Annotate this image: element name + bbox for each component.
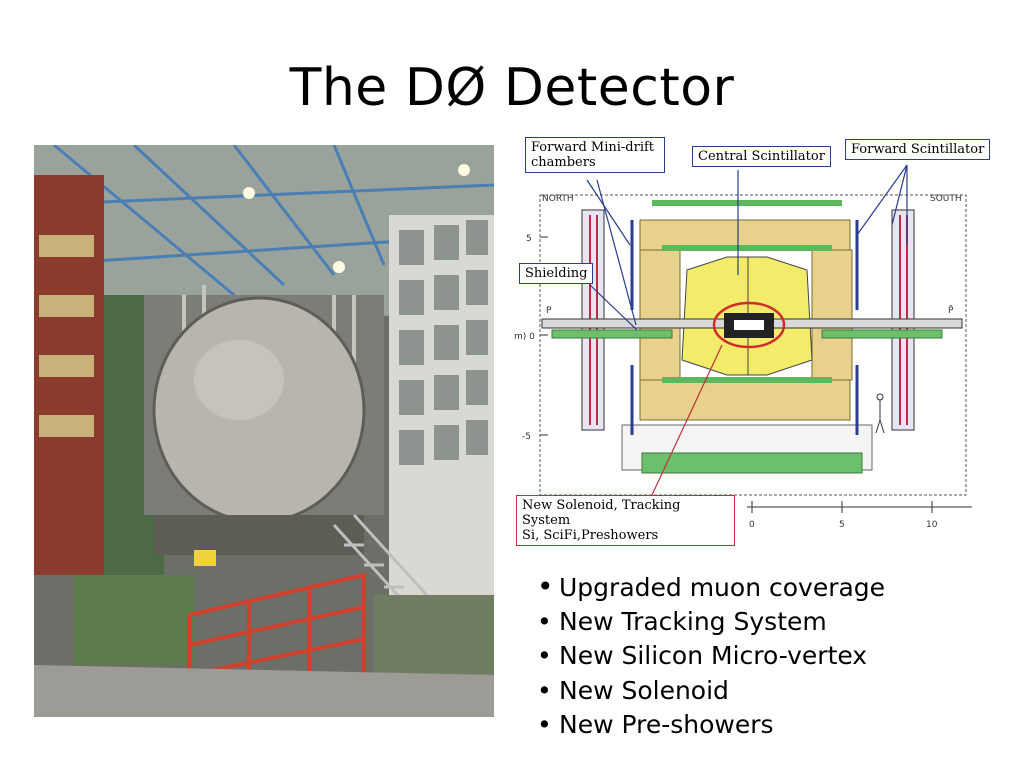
y-tick-0: m) 0 bbox=[514, 332, 535, 342]
y-tick-minus-5: -5 bbox=[522, 432, 531, 442]
bullet-text: Upgraded muon coverage bbox=[559, 573, 886, 602]
callout-central-scintillator: Central Scintillator bbox=[692, 146, 831, 167]
beam-p-label: P bbox=[546, 306, 552, 316]
bullet-text: New Silicon Micro-vertex bbox=[559, 641, 868, 670]
callout-new-solenoid-line1: New Solenoid, Tracking System bbox=[522, 498, 681, 528]
callout-forward-scintillator: Forward Scintillator bbox=[845, 139, 991, 160]
bullet-marker: • bbox=[537, 641, 552, 670]
feature-bullet-list: •Upgraded muon coverage •New Tracking Sy… bbox=[537, 570, 1007, 743]
x-tick-0: 0 bbox=[749, 520, 755, 530]
x-tick-5: 5 bbox=[839, 520, 845, 530]
bullet-item: •Upgraded muon coverage bbox=[537, 570, 1007, 605]
slide-title: The DØ Detector bbox=[289, 58, 735, 118]
north-label: NORTH bbox=[542, 194, 574, 204]
bullet-text: New Pre-showers bbox=[559, 710, 774, 739]
y-tick-5: 5 bbox=[526, 234, 532, 244]
bullet-marker: • bbox=[537, 570, 554, 603]
callout-shielding: Shielding bbox=[519, 263, 594, 284]
callout-forward-mini-drift-chambers: Forward Mini-drift chambers bbox=[525, 137, 665, 173]
detector-photo bbox=[34, 145, 494, 717]
beam-pbar-label: P̄ bbox=[948, 304, 954, 316]
callout-new-solenoid-line2: Si, SciFi,Preshowers bbox=[522, 528, 659, 543]
bullet-item: •New Pre-showers bbox=[537, 708, 1007, 743]
x-tick-10: 10 bbox=[926, 520, 938, 530]
bullet-marker: • bbox=[537, 710, 552, 739]
bullet-item: •New Silicon Micro-vertex bbox=[537, 639, 1007, 674]
bullet-text: New Tracking System bbox=[559, 606, 827, 636]
detector-diagram: NORTH SOUTH 5 m) 0 -5 0 5 10 P P̄ bbox=[512, 135, 984, 543]
bullet-marker: • bbox=[537, 606, 552, 636]
bullet-item: •New Solenoid bbox=[537, 674, 1007, 709]
bullet-item: •New Tracking System bbox=[537, 605, 1007, 640]
bullet-marker: • bbox=[537, 675, 552, 705]
callout-new-solenoid: New Solenoid, Tracking System Si, SciFi,… bbox=[516, 495, 735, 546]
south-label: SOUTH bbox=[930, 194, 962, 204]
bullet-text: New Solenoid bbox=[559, 675, 729, 705]
